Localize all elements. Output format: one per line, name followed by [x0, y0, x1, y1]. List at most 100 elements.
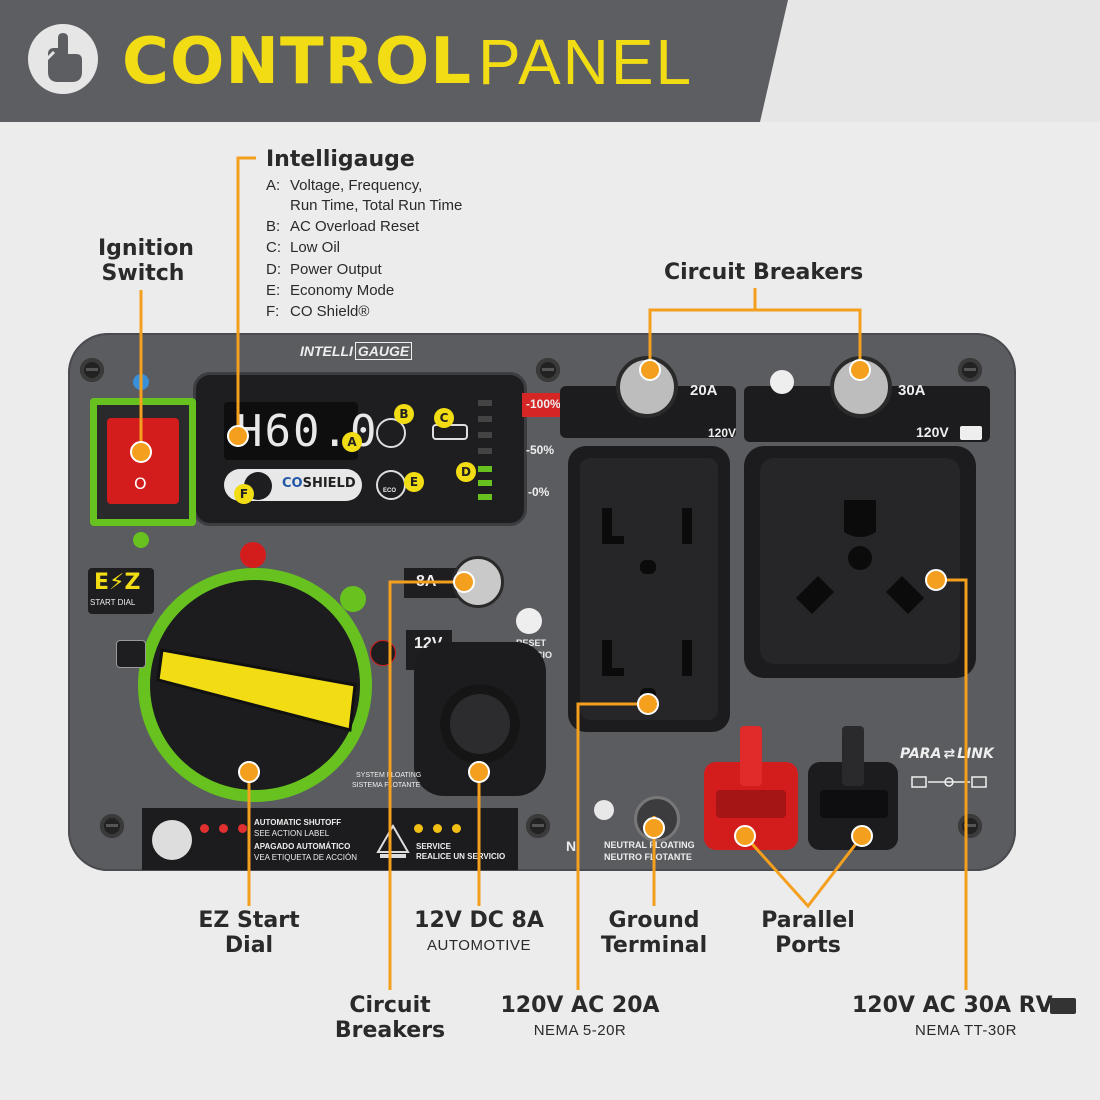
coshield-text: COSHIELD	[282, 476, 356, 491]
intelligauge-legend-item: F: CO Shield®	[266, 303, 369, 320]
intelligauge-legend-item: C: Low Oil	[266, 239, 340, 256]
screw	[958, 814, 982, 838]
outlet-20a-voltage: 120V	[708, 426, 737, 440]
header-title-bold: CONTROL	[122, 25, 473, 99]
legend-text: Run Time, Total Run Time	[290, 197, 463, 214]
ac30-outlet-sub: NEMA TT-30R	[915, 1022, 1017, 1039]
badge-f: F	[234, 484, 254, 504]
ac-overload-reset-button[interactable]	[376, 418, 406, 448]
paralink-diagram-icon	[910, 774, 990, 788]
shutoff-es: APAGADO AUTOMÁTICO	[254, 842, 351, 851]
circuit-breakers-bottom-label: Circuit Breakers	[330, 993, 450, 1043]
parallel-port-red-socket[interactable]	[716, 790, 786, 818]
ez-start-sub: START DIAL	[90, 598, 136, 607]
power-100-label: -100%	[526, 397, 561, 411]
ac30-outlet-label: 120V AC 30A RV	[852, 993, 1076, 1018]
legend-key: E:	[266, 282, 281, 299]
service-en: SERVICE	[416, 842, 451, 851]
shield-word: SHIELD	[302, 476, 356, 491]
screw	[80, 358, 104, 382]
power-bar-lit	[478, 466, 492, 472]
reset-en-label: RESET	[516, 638, 547, 648]
service-led	[433, 824, 442, 833]
ac20-outlet-sub: NEMA 5-20R	[533, 1022, 627, 1039]
legend-key: F:	[266, 303, 280, 320]
floating-es-label: SISTEMA FLOTANTE	[352, 782, 421, 789]
intelligauge-legend-item: B:AC Overload Reset	[266, 218, 419, 235]
dial-handle[interactable]	[150, 580, 360, 790]
legend-text: Voltage, Frequency,	[290, 177, 423, 194]
breaker-30a-label: 30A	[898, 382, 926, 399]
breaker-30a-button[interactable]	[830, 356, 892, 418]
legend-text: CO Shield®	[290, 303, 370, 320]
power-bar	[478, 432, 492, 438]
legend-key: A:	[266, 177, 281, 194]
ez-logo: E⚡Z	[94, 570, 141, 595]
power-100-tag	[522, 393, 564, 417]
rv-camper-icon	[960, 426, 982, 440]
propane-icon	[340, 586, 366, 612]
ez-start-label: EZ Start Dial	[194, 908, 304, 958]
badge-b: B	[394, 404, 414, 424]
service-es: REALICE UN SERVICIO	[416, 852, 506, 861]
warning-strip	[142, 808, 518, 870]
header-title-light: PANEL	[478, 26, 694, 98]
power-bar-lit	[478, 494, 492, 500]
service-wrench-icon	[376, 823, 410, 860]
legend-key: C:	[266, 239, 281, 256]
parallel-port-black-socket[interactable]	[820, 790, 888, 818]
reset-hand-icon	[770, 370, 794, 394]
choke-off-icon	[370, 640, 396, 666]
parallel-label-line2: Ports	[775, 933, 841, 958]
power-bar	[478, 400, 492, 406]
legend-text: Economy Mode	[290, 282, 395, 299]
legend-key: B:	[266, 218, 281, 235]
hand-pointer-icon	[28, 24, 98, 94]
screw	[100, 814, 124, 838]
dc-outlet-label: 12V DC 8A	[414, 908, 544, 933]
outlet-20a-face[interactable]	[580, 458, 718, 720]
ez-start-logo-box	[88, 568, 154, 614]
power-bar-lit	[478, 480, 492, 486]
ground-label-line1: Ground	[608, 908, 700, 933]
ignition-switch-label: Ignition Switch	[98, 236, 194, 286]
co-prefix: CO	[282, 476, 303, 491]
cb-bottom-label-line2: Breakers	[334, 1018, 446, 1043]
dc-outlet-sub: AUTOMOTIVE	[427, 937, 531, 954]
paralink-arrows-icon: ⇄	[943, 746, 956, 762]
circuit-breakers-top-label: Circuit Breakers	[664, 260, 864, 285]
intelligauge-legend-item: D:Power Output	[266, 261, 382, 278]
power-bar	[478, 448, 492, 454]
dc-outlet-socket[interactable]	[440, 684, 520, 764]
ac30-outlet-title: 120V AC 30A RV	[852, 993, 1053, 1018]
rv-camper-icon	[1050, 998, 1076, 1014]
shutoff-led	[238, 824, 247, 833]
parallel-label-line1: Parallel	[761, 908, 855, 933]
intelligauge-legend-item: Run Time, Total Run Time	[266, 197, 462, 214]
intelli-logo-text: INTELLI	[300, 343, 353, 359]
breaker-20a-label: 20A	[690, 382, 718, 399]
parallel-port-black-cap[interactable]	[842, 726, 864, 786]
parallel-ports-label: Parallel Ports	[752, 908, 864, 958]
badge-a: A	[342, 432, 362, 452]
ground-symbol-icon	[594, 800, 614, 820]
screw	[958, 358, 982, 382]
ground-terminal-label: Ground Terminal	[598, 908, 710, 958]
paralink-para: PARA	[900, 746, 942, 762]
header-banner	[0, 0, 1100, 122]
power-bar	[478, 416, 492, 422]
outlet-30a-voltage: 120V	[916, 424, 949, 440]
outlet-30a-slots	[796, 500, 924, 614]
ignition-off-mark: O	[134, 474, 147, 493]
power-50-label: -50%	[526, 443, 555, 457]
battery-icon	[133, 532, 149, 548]
badge-d: D	[456, 462, 476, 482]
legend-text: Low Oil	[290, 239, 341, 256]
gauge-logo-text: GAUGE	[354, 342, 413, 360]
service-led	[452, 824, 461, 833]
fuel-icon	[240, 542, 266, 568]
badge-e: E	[404, 472, 424, 492]
shutoff-en2: SEE ACTION LABEL	[254, 829, 330, 838]
parallel-port-red-cap[interactable]	[740, 726, 762, 786]
